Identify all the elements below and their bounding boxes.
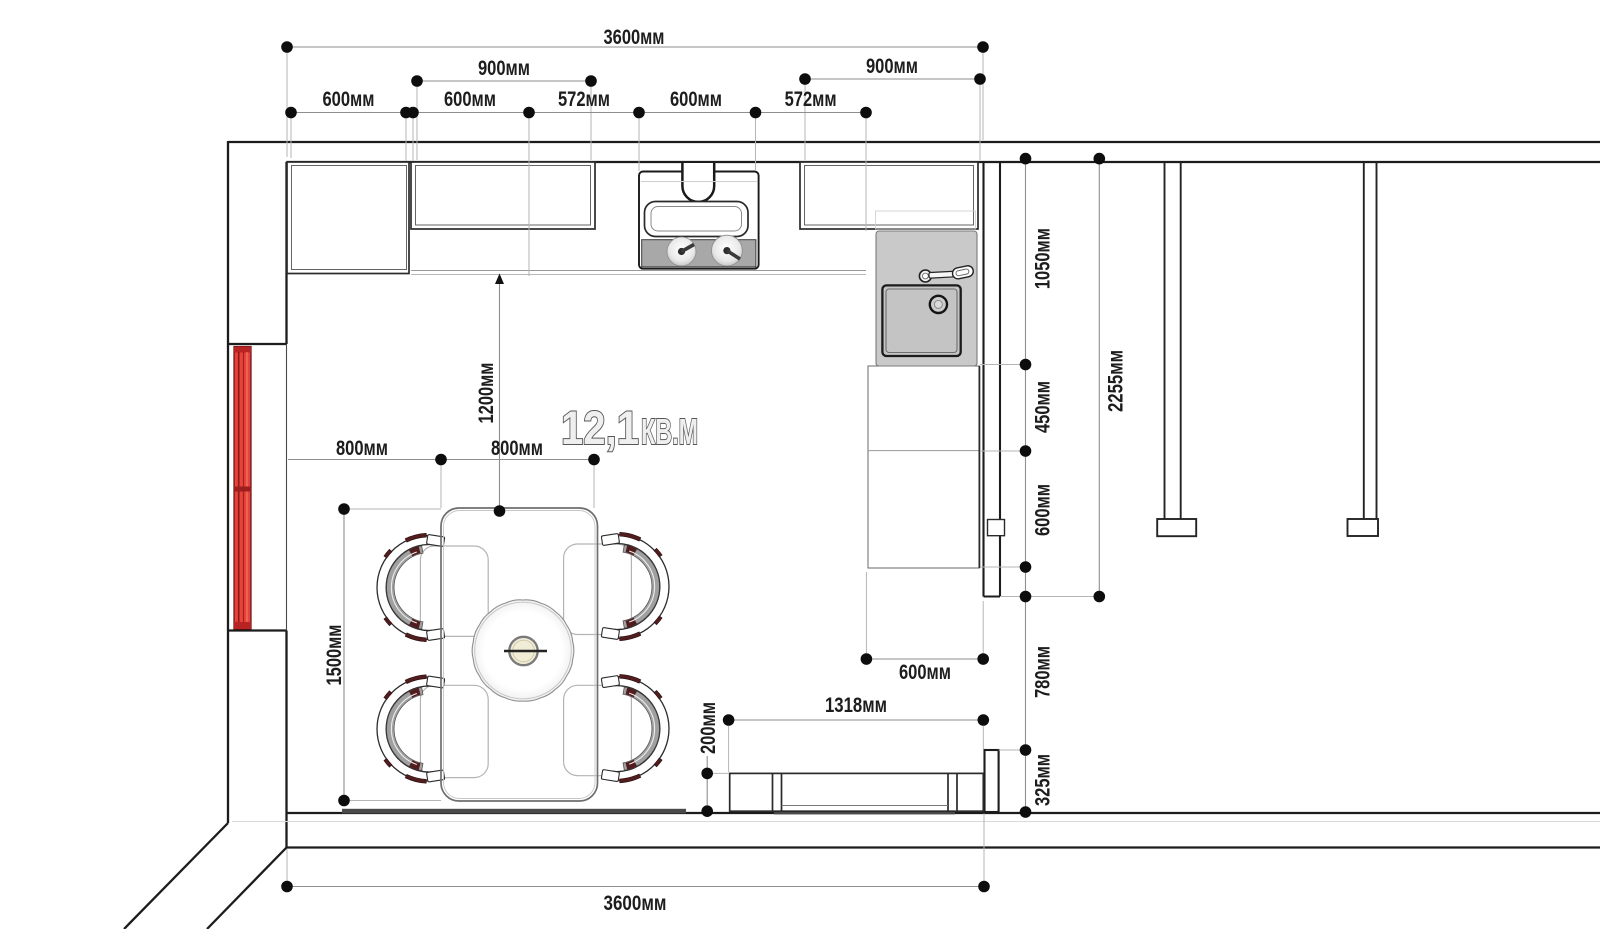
svg-text:600мм: 600мм (323, 88, 375, 111)
svg-text:450мм: 450мм (1032, 381, 1055, 433)
svg-text:572мм: 572мм (785, 88, 837, 111)
svg-text:900мм: 900мм (866, 55, 918, 78)
svg-text:1318мм: 1318мм (825, 694, 887, 717)
svg-text:800мм: 800мм (491, 437, 543, 460)
svg-text:1050мм: 1050мм (1032, 228, 1055, 289)
svg-text:600мм: 600мм (899, 661, 951, 684)
svg-text:12,1: 12,1 (561, 401, 639, 454)
svg-text:1200мм: 1200мм (475, 363, 498, 424)
svg-text:200мм: 200мм (697, 702, 720, 754)
svg-text:1500мм: 1500мм (323, 625, 346, 686)
svg-text:3600мм: 3600мм (604, 892, 667, 915)
svg-text:325мм: 325мм (1032, 754, 1055, 806)
svg-text:2255мм: 2255мм (1105, 350, 1128, 412)
svg-text:900мм: 900мм (478, 57, 530, 80)
svg-text:3600мм: 3600мм (604, 26, 665, 49)
svg-text:600мм: 600мм (670, 88, 722, 111)
svg-text:572мм: 572мм (558, 88, 610, 111)
svg-text:КВ.М: КВ.М (641, 411, 698, 452)
svg-text:600мм: 600мм (444, 88, 496, 111)
svg-text:800мм: 800мм (336, 437, 388, 460)
svg-text:600мм: 600мм (1032, 484, 1055, 536)
svg-text:780мм: 780мм (1032, 646, 1055, 698)
